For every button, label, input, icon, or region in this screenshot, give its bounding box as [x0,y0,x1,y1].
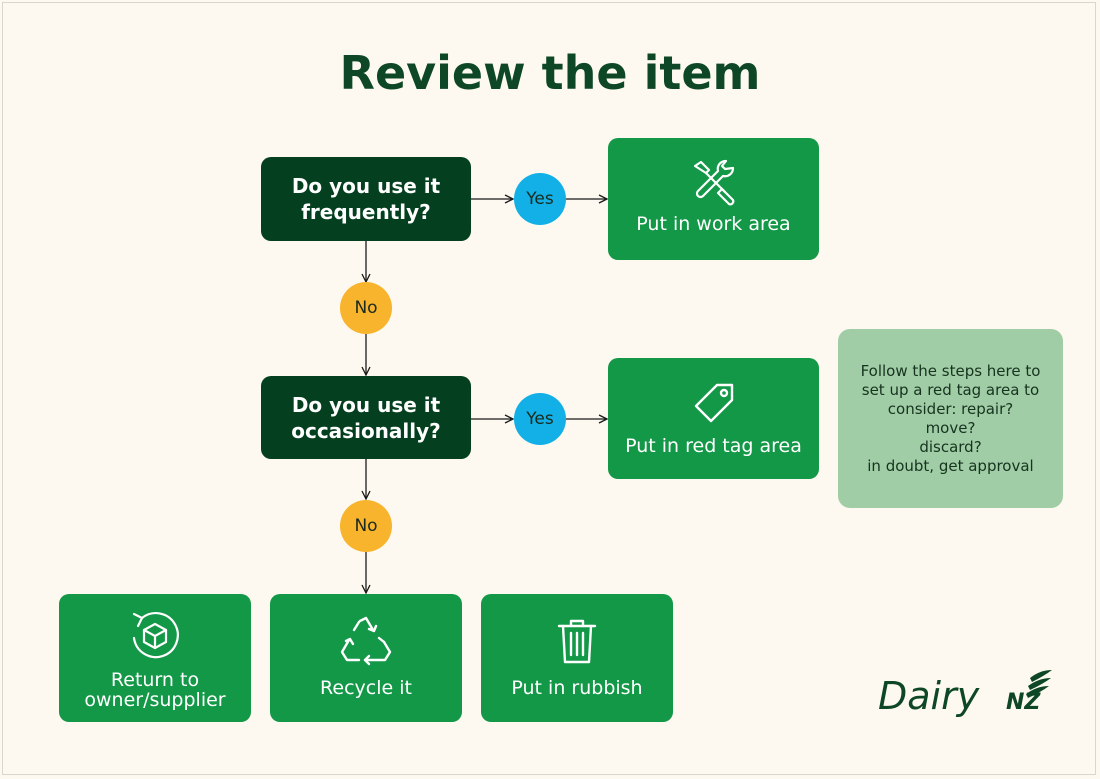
dairynz-logo: Dairy NZ [878,668,1058,728]
outcome-return-label-2: owner/supplier [84,689,226,711]
note-line-5: discard? [919,437,982,456]
note-line-3: consider: repair? [887,399,1014,418]
outcome-work-area-label: Put in work area [636,213,791,235]
yes-badge-1: Yes [514,173,566,225]
question-frequent-label: Do you use it frequently? [291,174,441,224]
question-occasional-label: Do you use it occasionally? [291,392,441,443]
yes-badge-2: Yes [514,393,566,445]
no-badge-1: No [340,282,392,334]
outcome-return: Return to owner/supplier [59,594,251,722]
note-line-1: Follow the steps here to [860,361,1041,380]
trash-icon [556,618,598,669]
yes-label-2: Yes [526,409,554,429]
no-badge-2: No [340,500,392,552]
outcome-recycle: Recycle it [270,594,462,722]
logo-swoosh-icon [1026,670,1052,698]
no-label-1: No [354,298,378,318]
outcome-recycle-label: Recycle it [320,677,412,699]
yes-label-1: Yes [526,189,554,209]
no-label-2: No [354,516,378,536]
question-occasional: Do you use it occasionally? [261,376,471,459]
outcome-red-tag: Put in red tag area [608,358,819,479]
red-tag-note: Follow the steps here to set up a red ta… [838,329,1063,508]
note-line-4: move? [925,418,976,437]
tools-icon [689,158,739,213]
outcome-return-label-1: Return to [110,669,200,691]
outcome-rubbish-label: Put in rubbish [511,677,643,699]
outcome-rubbish: Put in rubbish [481,594,673,722]
question-frequent: Do you use it frequently? [261,157,471,241]
outcome-red-tag-label: Put in red tag area [625,435,802,457]
recycle-icon [339,616,393,671]
return-box-icon [128,608,182,667]
note-line-2: set up a red tag area to [861,380,1040,399]
logo-main-text: Dairy [878,674,980,718]
page-title: Review the item [339,46,761,100]
note-line-6: in doubt, get approval [867,456,1034,475]
tag-icon [690,380,738,433]
outcome-work-area: Put in work area [608,138,819,260]
